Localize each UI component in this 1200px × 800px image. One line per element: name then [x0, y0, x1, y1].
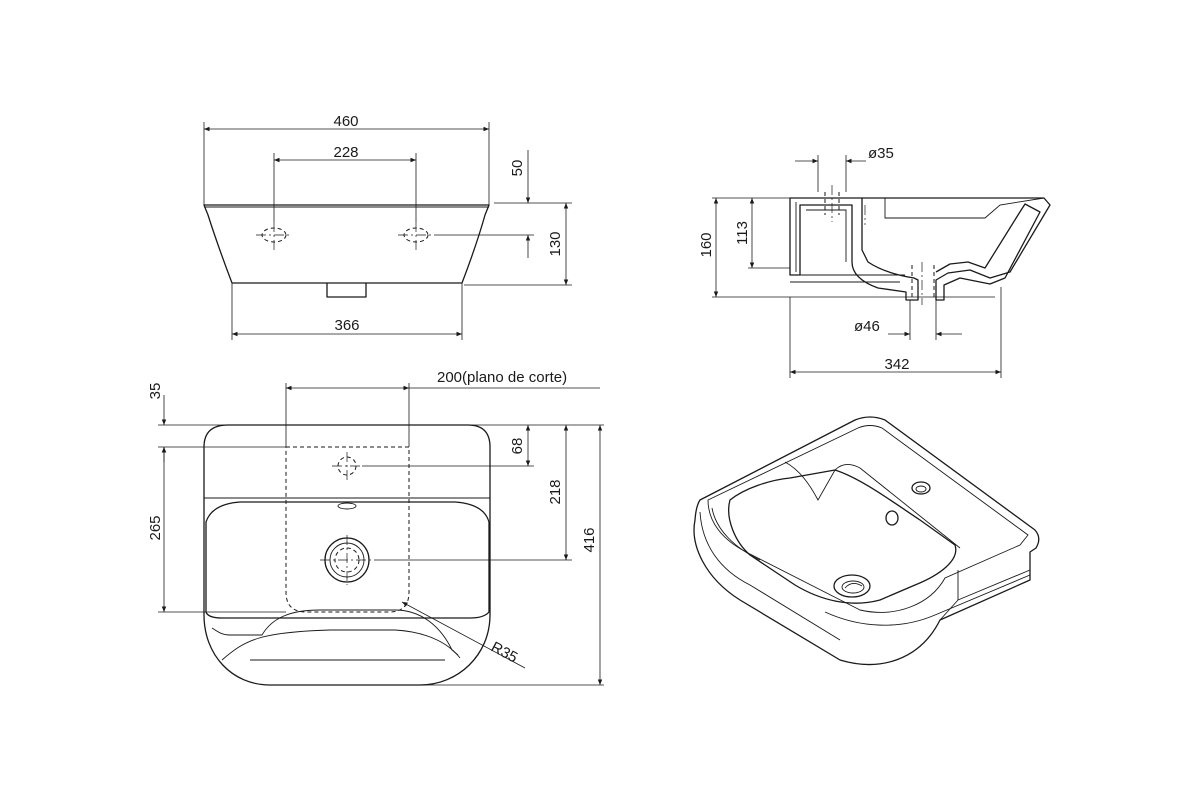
iso-waste-icon: [833, 574, 871, 598]
iso-tap-hole-icon: [911, 481, 931, 495]
dim-label-228: 228: [333, 144, 358, 161]
dim-label-cut-plane: 200(plano de corte): [437, 369, 567, 386]
cut-plane-dashed-box: [285, 446, 410, 613]
front-waste-outlet: [326, 283, 367, 298]
plan-bowl-outline: [205, 501, 490, 619]
dim-label-460: 460: [333, 113, 358, 130]
dim-label-113: 113: [734, 221, 751, 245]
plan-tap-hole-icon: [332, 452, 362, 480]
left-tap-hole-icon: [256, 222, 292, 250]
dim-label-68: 68: [509, 438, 526, 455]
plan-view: 200(plano de corte) 35 265 68 218 416 R3…: [147, 369, 604, 686]
iso-overflow-hole-icon: [885, 510, 899, 526]
iso-back-deck-edge: [784, 461, 961, 549]
dim-label-35: 35: [147, 383, 164, 400]
dim-line-radius: [401, 601, 526, 669]
plan-waste-icon: [320, 535, 374, 585]
iso-bowl-inner: [728, 469, 957, 604]
dim-label-waste-hole: ø46: [854, 318, 880, 335]
front-view: 460 228 366 50 130: [203, 113, 572, 340]
dim-label-265: 265: [147, 515, 164, 540]
dim-label-366: 366: [334, 317, 359, 334]
section-bowl-profile: [862, 197, 1051, 301]
plan-front-rim: [211, 609, 459, 656]
side-section-view: ø35 160 113 ø46 342: [698, 145, 1051, 378]
section-inner-wall: [795, 202, 847, 272]
isometric-view: [693, 416, 1040, 666]
section-back-wall: [789, 197, 919, 301]
dim-label-50: 50: [509, 160, 526, 177]
front-basin-outline: [203, 204, 490, 284]
dim-label-160: 160: [698, 232, 715, 257]
iso-outer-outline: [693, 416, 1040, 666]
overflow-slot-icon: [337, 502, 357, 510]
dim-label-tap-hole: ø35: [868, 145, 894, 162]
dim-label-130: 130: [547, 231, 564, 256]
right-tap-hole-icon: [398, 222, 434, 250]
dim-label-342: 342: [884, 356, 909, 373]
dim-label-radius: R35: [488, 639, 520, 667]
dim-label-416: 416: [581, 527, 598, 552]
iso-top-rim: [707, 425, 1029, 613]
dim-label-218: 218: [547, 479, 564, 504]
